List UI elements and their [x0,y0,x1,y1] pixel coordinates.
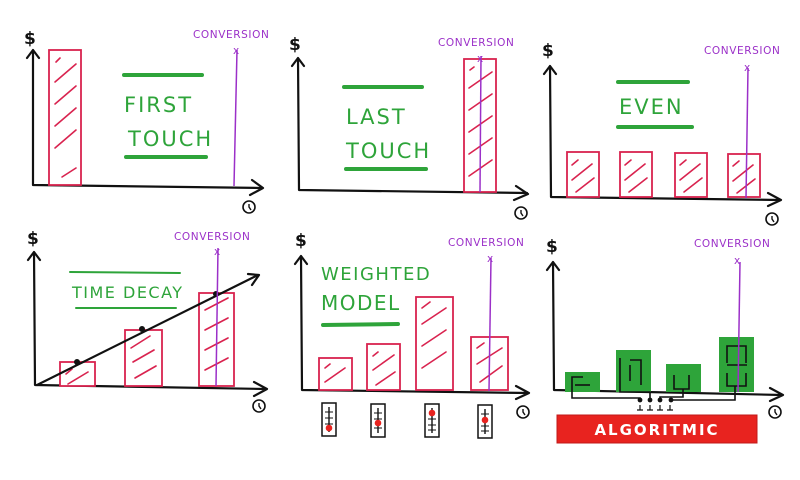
y-axis-dollar-label: $ [546,237,558,257]
title-line-2: TOUCH [127,127,213,151]
title-line-2: MODEL [321,291,401,315]
axes [293,254,531,401]
conversion-line [479,55,482,193]
weight-slider-icon [424,403,440,438]
axes [25,48,265,197]
axes [545,260,785,403]
y-axis-dollar-label: $ [24,29,36,49]
panel-weighted-model: $ CONVERSION x WEIGHTED MODEL [293,231,531,439]
weight-slider-icon [370,403,386,438]
clock-icon [252,399,266,413]
clock-icon [514,206,528,220]
clock-icon [768,405,782,419]
bars [565,337,754,392]
title-line-1: LAST [346,105,407,129]
axes [26,250,269,398]
trend-arrow [35,272,261,387]
axes [542,64,783,208]
conversion-x-icon: x [233,45,240,57]
clock-icon [765,212,779,226]
conversion-label: CONVERSION [704,45,780,57]
panel-algorithmic: $ CONVERSION x [545,237,785,444]
weight-slider-icon [477,404,493,439]
title-line-1: EVEN [619,95,684,119]
conversion-label: CONVERSION [694,238,770,250]
conversion-x-icon: x [214,246,221,258]
panel-time-decay: $ CONVERSION x TIME DECAY [26,229,269,413]
axes [290,56,530,202]
conversion-x-icon: x [487,253,494,265]
bar-hatch [54,57,77,178]
title-line-2: TOUCH [345,139,431,163]
weight-slider-icon [321,402,337,437]
weight-slider-icons [321,402,493,439]
title-line-1: FIRST [124,93,193,117]
circuit-nodes [637,397,674,411]
title-line-1: TIME DECAY [71,283,184,302]
panel-first-touch: $ CONVERSION x FIRST TOUCH [24,29,269,214]
conversion-x-icon: x [477,53,484,65]
conversion-line [233,49,238,187]
algorithmic-banner [556,414,758,444]
panel-even: $ CONVERSION x EVEN [542,41,783,226]
conversion-line [737,261,741,393]
title-line-1: WEIGHTED [321,264,431,285]
bars [566,151,761,198]
conversion-x-icon: x [744,62,751,74]
conversion-line [488,257,492,392]
clock-icon [242,200,256,214]
conversion-label: CONVERSION [448,237,524,249]
conversion-line [215,247,219,387]
y-axis-dollar-label: $ [295,231,307,251]
conversion-label: CONVERSION [193,29,269,41]
algorithmic-label: ALGORITMIC [594,421,719,439]
y-axis-dollar-label: $ [542,41,554,61]
conversion-line [745,67,749,199]
conversion-x-icon: x [734,255,741,267]
title-underline [321,322,400,327]
conversion-label: CONVERSION [174,231,250,243]
clock-icon [516,405,530,419]
y-axis-dollar-label: $ [289,35,301,55]
title-underline-top [69,271,181,274]
panel-last-touch: $ CONVERSION x LAST TOUCH [289,35,530,220]
y-axis-dollar-label: $ [27,229,39,249]
conversion-label: CONVERSION [438,37,514,49]
